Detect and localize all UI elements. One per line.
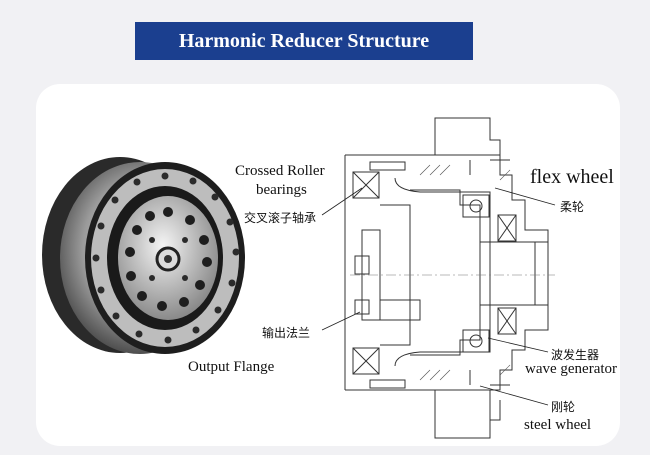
- crossed-roller-label-en-line1: Crossed Roller: [235, 163, 325, 179]
- steel-wheel-label-cn: 刚轮: [551, 400, 576, 414]
- flex-wheel-label-cn: 柔轮: [560, 200, 585, 214]
- output-flange-label-cn: 输出法兰: [262, 326, 311, 340]
- content-panel: [36, 84, 620, 446]
- steel-wheel-label-en: steel wheel: [524, 417, 592, 433]
- page-title: Harmonic Reducer Structure: [135, 22, 473, 60]
- crossed-roller-label-cn: 交叉滚子轴承: [244, 211, 317, 225]
- output-flange-label-en: Output Flange: [188, 359, 275, 375]
- wave-generator-label-en: wave generator: [525, 361, 618, 377]
- crossed-roller-label-en-line2: bearings: [256, 182, 307, 198]
- wave-generator-label-cn: 波发生器: [551, 348, 600, 362]
- flex-wheel-label-en: flex wheel: [530, 166, 614, 188]
